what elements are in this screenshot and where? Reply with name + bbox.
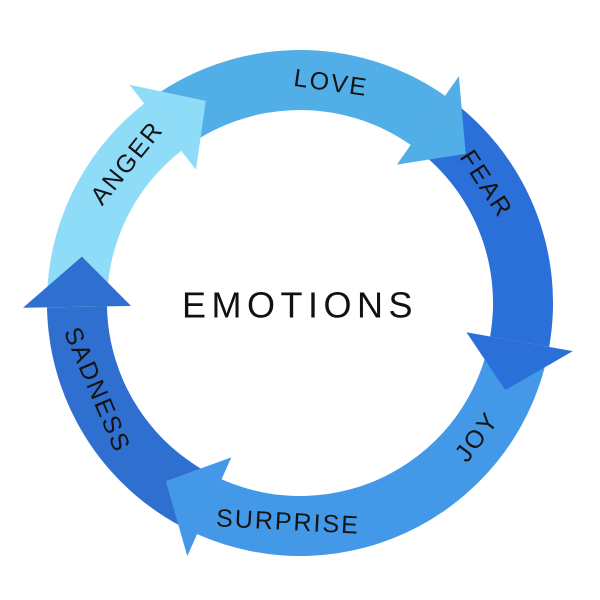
fear-arrow-head-icon <box>466 332 573 391</box>
center-text: EMOTIONS <box>182 285 418 326</box>
love-arrow-head-icon <box>396 76 466 165</box>
love-arrow-band <box>144 49 446 151</box>
anger-arrow-band <box>46 103 182 308</box>
ring-arrowheads <box>23 76 573 557</box>
fear-arrow-band <box>410 95 554 347</box>
ring-bands <box>46 49 554 556</box>
joy-arrow-head-icon <box>165 457 232 557</box>
anger-arrow-head-icon <box>129 84 206 170</box>
joy-arrow-band <box>197 336 550 556</box>
sadness-arrow-head-icon <box>23 256 131 308</box>
